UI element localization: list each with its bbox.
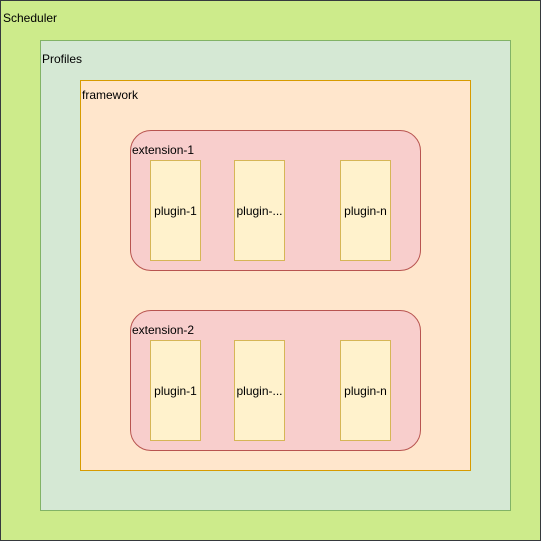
plugin-label: plugin-n [344,383,387,398]
scheduler-label: Scheduler [3,11,58,25]
extension-2-label: extension-2 [132,323,195,337]
extension-2-plugin-n: plugin-n [340,340,391,441]
plugin-label: plugin-1 [154,383,197,398]
extension-2-plugin-ellipsis: plugin-... [234,340,285,441]
plugin-label: plugin-... [236,383,283,398]
extension-1-plugin-ellipsis: plugin-... [234,160,285,261]
extension-1-plugin-n: plugin-n [340,160,391,261]
plugin-label: plugin-n [344,203,387,218]
profiles-label: Profiles [42,52,83,66]
framework-label: framework [82,88,139,102]
extension-1-plugin-1: plugin-1 [150,160,201,261]
plugin-label: plugin-1 [154,203,197,218]
plugin-label: plugin-... [236,203,283,218]
extension-2-plugin-1: plugin-1 [150,340,201,441]
extension-1-label: extension-1 [132,143,195,157]
